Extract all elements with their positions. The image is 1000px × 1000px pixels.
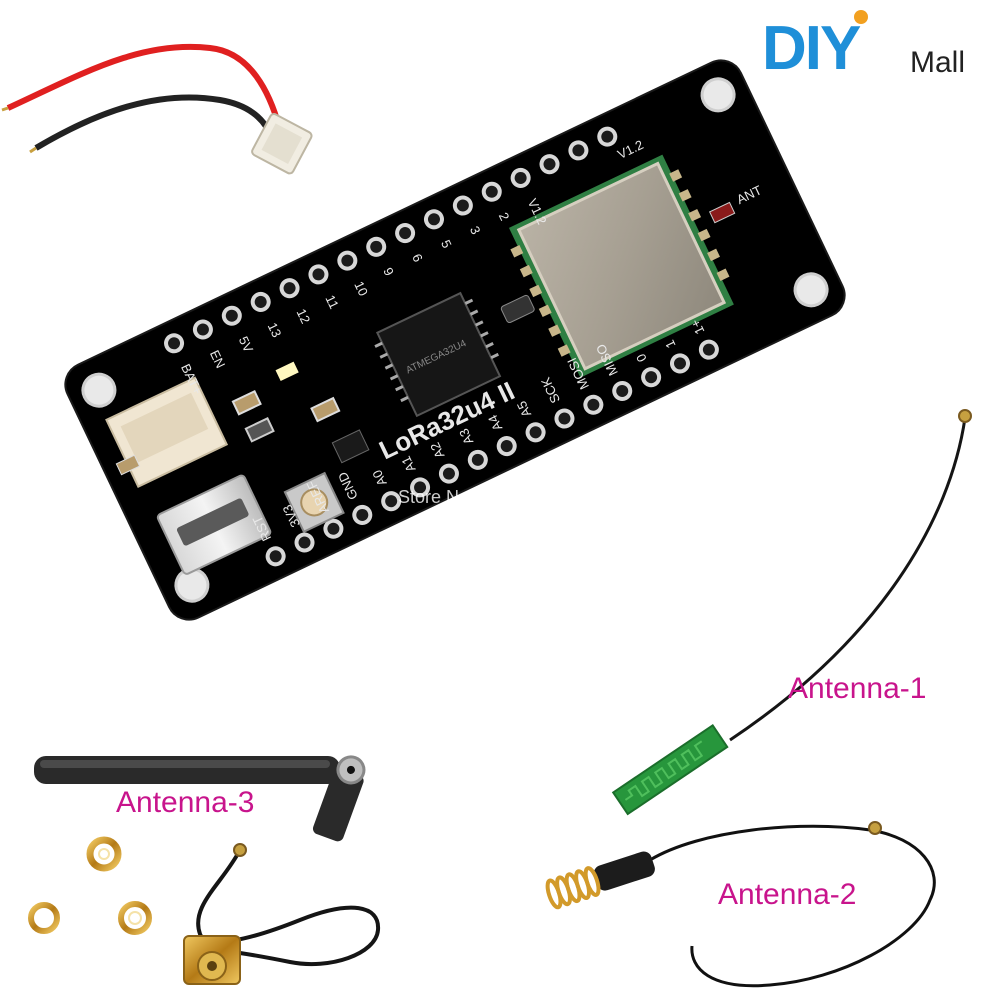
sma-pigtail-cable [183, 843, 381, 985]
smd-components [115, 201, 736, 476]
store-watermark: Store No: 3872037 [398, 487, 550, 507]
mounting-holes [81, 77, 829, 603]
bottom-pin-label: A5 [514, 399, 534, 420]
antenna-3-rubber-duck [34, 755, 366, 842]
bottom-pin-label: A1 [398, 454, 418, 475]
top-pin-label: 12 [294, 306, 314, 326]
battery-cable [1, 43, 313, 175]
logo-diy: DIY [762, 14, 861, 83]
lora32u4-board: LoRa32u4 II V1.2 ANT ATMEGA32U4 BAT+EN5V… [64, 59, 846, 621]
top-pin-label: EN [207, 348, 228, 371]
antenna-2-label: Antenna-2 [718, 878, 857, 911]
antenna-1-label: Antenna-1 [788, 672, 927, 705]
bottom-pin-label: A2 [427, 440, 447, 461]
top-pin-label: 13 [265, 320, 285, 340]
bottom-pin-label: A0 [369, 468, 389, 489]
reset-button [283, 471, 345, 534]
bottom-pin-header [265, 339, 719, 567]
logo-mall: Mall [910, 46, 966, 79]
top-pin-header [164, 126, 618, 354]
bottom-pin-label: A3 [456, 426, 476, 447]
top-pin-label: 10 [351, 279, 371, 299]
antenna-1-flex-pcb [611, 409, 972, 816]
top-pin-label: 5V [236, 334, 257, 355]
sma-washers [28, 836, 152, 935]
antenna-3-label: Antenna-3 [116, 786, 255, 819]
atmega32u4-chip [374, 291, 502, 418]
lora-radio-module [508, 154, 734, 378]
crystal [500, 294, 535, 324]
logo-dot [854, 10, 868, 24]
micro-usb-port [156, 474, 272, 575]
diymall-logo: DIY Mall [762, 8, 994, 88]
bottom-pin-label: A4 [485, 412, 505, 433]
antenna-2-spring [545, 821, 936, 988]
bottom-pin-label: 1+ [688, 317, 708, 337]
sma-connector [183, 935, 241, 985]
top-pin-label: 11 [322, 293, 341, 312]
